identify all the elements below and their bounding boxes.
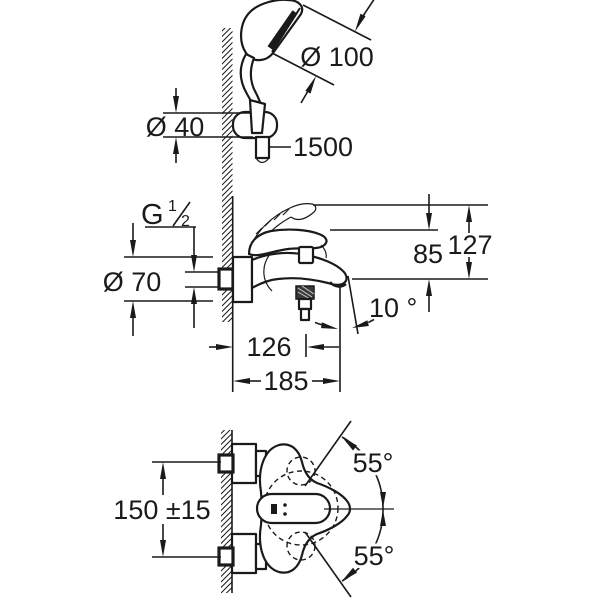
lever-front-edge — [320, 244, 327, 259]
arrowhead — [321, 322, 338, 329]
dim-projections: 126 185 — [209, 332, 340, 396]
dim-connection-spacing: 150 ±15 — [113, 461, 221, 558]
dim-label-thread-g: G — [141, 199, 164, 231]
lever-detail-dot — [283, 512, 287, 516]
arrowhead — [160, 462, 166, 479]
angled-line — [347, 275, 359, 335]
hose-stub — [254, 135, 271, 160]
arrowhead — [426, 279, 432, 296]
dim-swivel-angles: 55° 55° — [304, 420, 397, 598]
lever-swing-envelope-dashed — [263, 470, 339, 546]
arrowhead — [380, 492, 386, 508]
dim-label-10deg: 10 ° — [369, 293, 417, 323]
ghost-hatch — [255, 208, 290, 235]
arrowhead — [216, 344, 233, 350]
knurl-texture — [297, 285, 315, 300]
dim-label-150: 150 ±15 — [113, 495, 210, 525]
wall-hatch-upper — [222, 28, 233, 322]
diverter-knob — [297, 245, 315, 265]
extension-line — [302, 4, 372, 41]
body-seam — [263, 253, 273, 292]
dim-head-diameter: Ø 100 — [271, 0, 375, 104]
arrowhead — [173, 96, 179, 113]
view-mixer-top: 55° 55° 150 ±15 — [113, 420, 397, 598]
dim-spout-angle: 10 ° — [314, 275, 417, 392]
view-mixer-side: G 1 2 Ø 70 — [103, 194, 493, 396]
wall-hatch-lower — [221, 430, 232, 593]
union-nut-top — [217, 453, 235, 474]
view-hand-shower: Ø 40 1500 Ø 100 — [146, 0, 375, 392]
hose-start — [255, 157, 270, 164]
lever-detail-slot — [271, 504, 277, 514]
union-flange-bottom — [230, 532, 258, 575]
dim-line — [362, 0, 375, 17]
dim-label-head-diameter: Ø 100 — [300, 42, 374, 72]
extension-line — [271, 52, 335, 86]
dim-label-hose-length: 1500 — [293, 132, 353, 162]
wall-union-nut — [217, 267, 235, 291]
arrowhead — [352, 320, 369, 328]
ghost-line — [249, 203, 313, 248]
mixer-lever — [247, 228, 328, 257]
arrowhead — [305, 76, 316, 94]
arrowhead — [233, 378, 250, 384]
dim-label-85: 85 — [413, 239, 443, 269]
arrowhead — [323, 378, 340, 384]
handle-cone — [248, 98, 267, 135]
dim-label-escutcheon-diameter: Ø 70 — [103, 267, 162, 297]
dim-label-thread-denominator: 2 — [181, 213, 190, 230]
dim-escutcheon-diameter: Ø 70 — [103, 223, 213, 336]
shower-hose-outlet — [295, 285, 315, 322]
dim-label-55-lower: 55° — [354, 541, 395, 571]
dim-label-126: 126 — [246, 332, 291, 362]
union-nut-bottom — [217, 546, 235, 567]
arc — [367, 318, 375, 324]
dim-thread-size: G 1 2 — [141, 198, 219, 328]
dim-hose-length: 1500 — [269, 132, 353, 162]
arrowhead — [130, 240, 136, 257]
union-flange-top — [230, 442, 258, 485]
arrowhead — [342, 567, 357, 581]
dim-label-127: 127 — [447, 230, 492, 260]
dim-label-185: 185 — [263, 366, 308, 396]
arc — [314, 321, 323, 326]
dim-holder-diameter: Ø 40 — [146, 88, 253, 163]
arrowhead — [173, 137, 179, 154]
outlet-tip — [299, 307, 311, 322]
dim-label-thread-numerator: 1 — [168, 198, 177, 215]
spout-outlet — [328, 281, 347, 288]
arrowhead — [307, 344, 324, 350]
fraction-slash — [172, 201, 191, 227]
angled-line-up — [304, 420, 352, 487]
arrowhead — [160, 540, 166, 557]
escutcheon — [231, 255, 254, 304]
outlet-nipple — [297, 297, 313, 311]
dim-line — [300, 90, 309, 104]
mixer-lever-topview — [255, 492, 332, 525]
angled-line-down — [304, 531, 352, 598]
dim-heights: 85 127 — [313, 194, 493, 312]
dim-label-holder-diameter: Ø 40 — [146, 112, 205, 142]
dim-label-55-upper: 55° — [353, 448, 394, 478]
shower-face-band — [267, 10, 298, 50]
arrowhead — [466, 262, 472, 279]
arrowhead — [355, 13, 366, 32]
arrowhead — [380, 510, 386, 526]
arrowhead — [191, 287, 197, 304]
lever-detail-dot — [283, 503, 287, 507]
arrowhead — [426, 213, 432, 230]
arrowhead — [342, 437, 357, 451]
arrowhead — [130, 301, 136, 318]
arrowhead — [191, 255, 197, 272]
arrowhead — [466, 205, 472, 222]
